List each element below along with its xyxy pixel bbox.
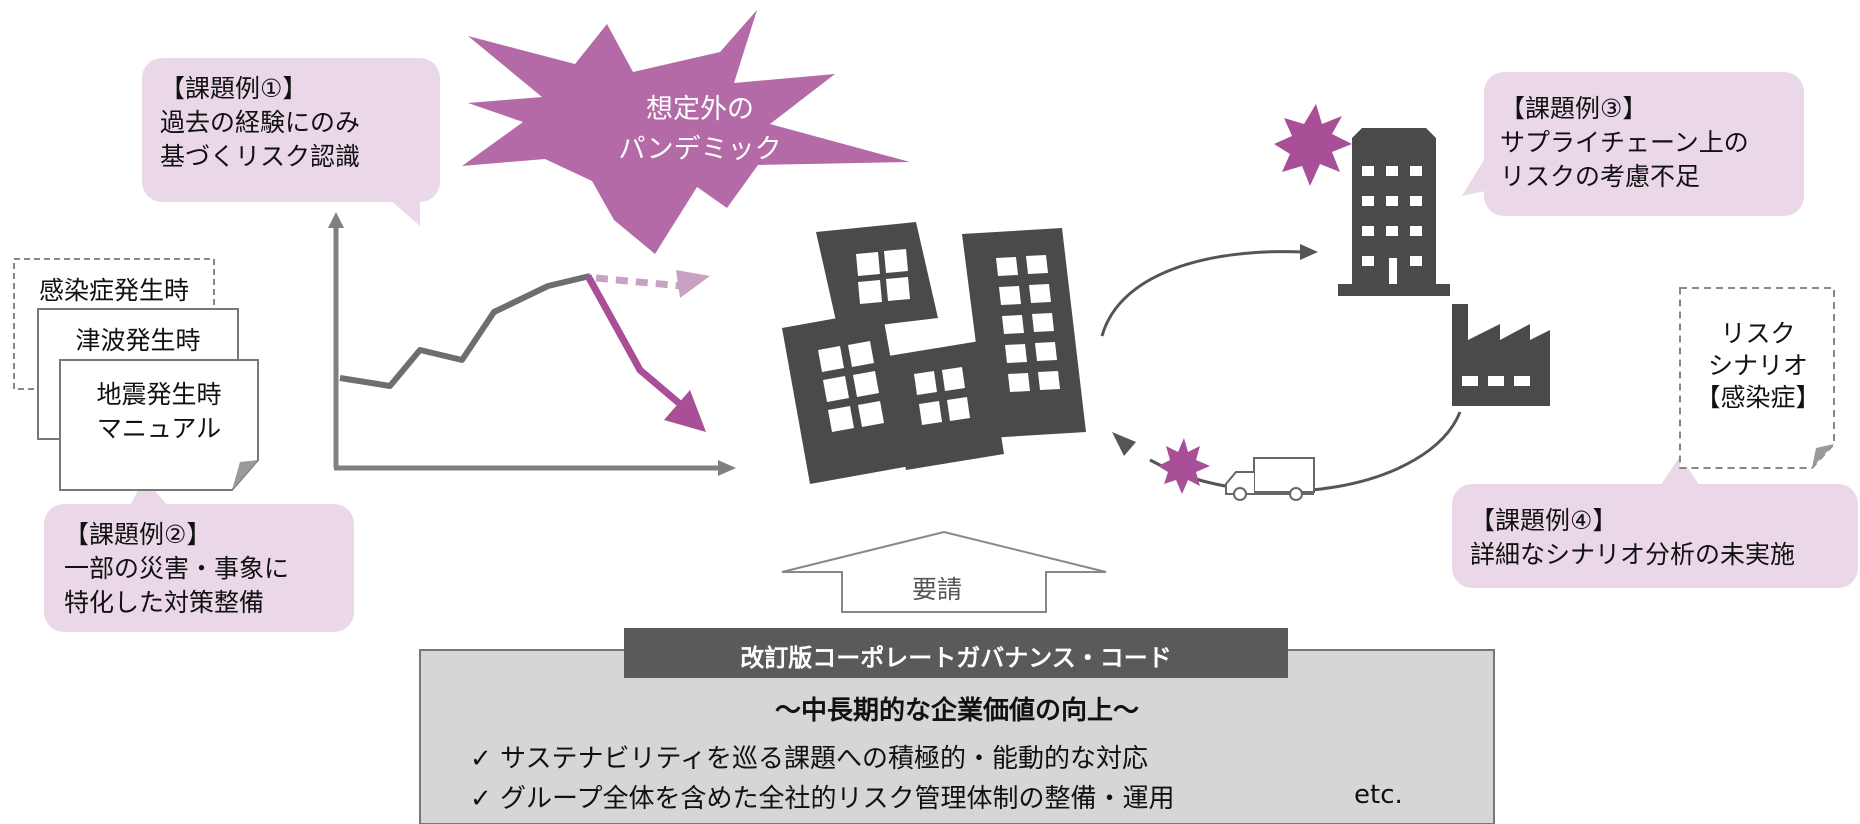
risk-scenario-line3: 【感染症】 xyxy=(1695,383,1821,412)
issue2-heading: 【課題例②】 xyxy=(64,520,212,549)
issue3-text: 【課題例③】 サプライチェーン上の リスクの考慮不足 xyxy=(1500,92,1749,194)
governance-title-bar xyxy=(624,628,1288,678)
manual-earthquake-line2: マニュアル xyxy=(96,414,222,443)
factory-icon xyxy=(1452,304,1550,406)
governance-box xyxy=(419,649,1495,824)
issue1-text: 【課題例①】 過去の経験にのみ 基づくリスク認識 xyxy=(160,72,360,174)
pandemic-burst xyxy=(462,10,910,254)
issue2-line2: 特化した対策整備 xyxy=(64,588,265,617)
risk-scenario-line2: シナリオ xyxy=(1707,351,1808,380)
issue4-heading: 【課題例④】 xyxy=(1470,506,1618,535)
issue2-text: 【課題例②】 一部の災害・事象に 特化した対策整備 xyxy=(64,518,289,620)
issue2-line1: 一部の災害・事象に xyxy=(64,554,290,583)
pandemic-text: 想定外の パンデミック xyxy=(600,90,800,170)
request-label: 要請 xyxy=(912,575,963,604)
risk-scenario-doc xyxy=(1679,287,1835,469)
impact-burst-icon xyxy=(1158,438,1210,494)
truck-icon xyxy=(1225,457,1315,501)
governance-item-1: ✓ サステナビリティを巡る課題への積極的・能動的な対応 xyxy=(470,744,1148,774)
office-tower-icon xyxy=(1338,128,1450,296)
bubble-issue2 xyxy=(44,478,354,632)
governance-item-2: ✓ グループ全体を含めた全社的リスク管理体制の整備・運用 xyxy=(470,784,1175,814)
issue4-line1: 詳細なシナリオ分析の未実施 xyxy=(1470,540,1796,569)
bubble-issue1 xyxy=(142,58,440,226)
issue4-text: 【課題例④】 詳細なシナリオ分析の未実施 xyxy=(1470,504,1795,572)
trend-chart xyxy=(328,212,736,476)
request-arrow xyxy=(781,530,1107,613)
governance-subtitle: ～中長期的な企業価値の向上～ xyxy=(774,696,1139,726)
governance-etc: etc. xyxy=(1354,780,1403,810)
issue3-line1: サプライチェーン上の xyxy=(1500,128,1749,157)
impact-burst-icon xyxy=(1274,104,1352,186)
manual-infection: 感染症発生時 xyxy=(38,276,189,305)
risk-scenario-line1: リスク xyxy=(1720,319,1796,348)
manual-stack xyxy=(13,258,259,491)
manual-earthquake: 地震発生時 マニュアル xyxy=(64,378,254,446)
issue3-heading: 【課題例③】 xyxy=(1500,94,1648,123)
bubble-issue4 xyxy=(1452,456,1858,588)
issue1-line2: 基づくリスク認識 xyxy=(160,142,361,171)
pandemic-line2: パンデミック xyxy=(618,134,782,165)
issue1-heading: 【課題例①】 xyxy=(160,74,308,103)
issue3-line2: リスクの考慮不足 xyxy=(1500,162,1701,191)
manual-tsunami: 津波発生時 xyxy=(75,326,201,355)
manual-earthquake-line1: 地震発生時 xyxy=(96,380,222,409)
company-buildings-icon xyxy=(782,222,1086,484)
pandemic-line1: 想定外の xyxy=(646,94,754,125)
bubble-issue3 xyxy=(1462,72,1804,216)
issue1-line1: 過去の経験にのみ xyxy=(160,108,361,137)
risk-scenario-text: リスク シナリオ 【感染症】 xyxy=(1684,318,1832,414)
governance-title: 改訂版コーポレートガバナンス・コード xyxy=(740,644,1172,672)
